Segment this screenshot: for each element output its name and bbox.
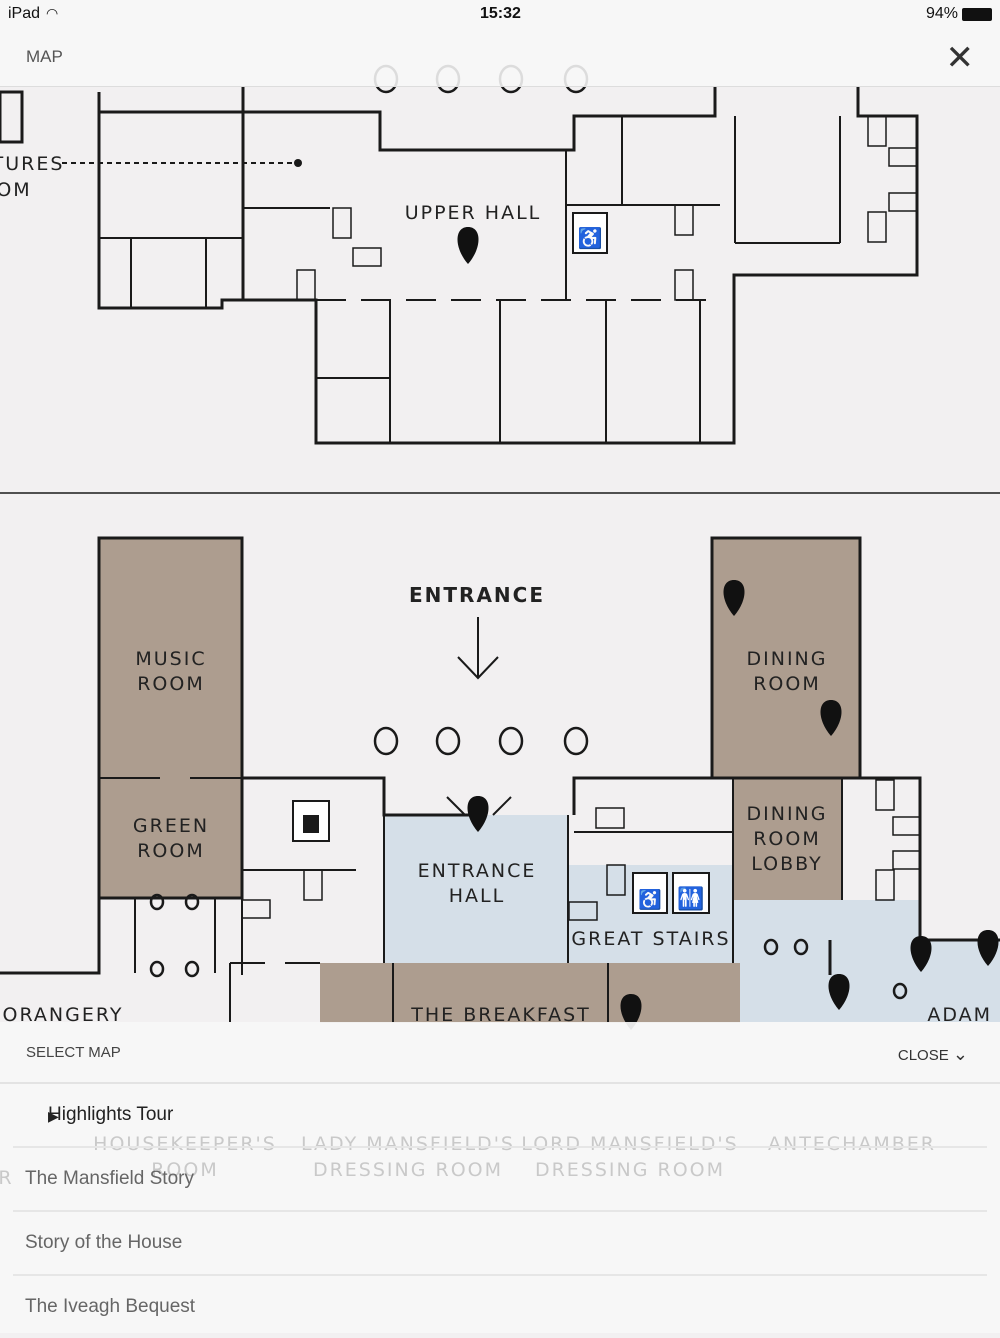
room-label: LOBBY: [751, 853, 823, 875]
map-option-story-of-the-house[interactable]: Story of the House: [13, 1212, 987, 1276]
map-pin-icon[interactable]: [910, 936, 932, 972]
highlight-pins: [457, 227, 999, 1030]
room-label: MUSIC: [135, 648, 206, 670]
svg-text:DRESSING ROOM: DRESSING ROOM: [313, 1159, 503, 1181]
entrance-hall[interactable]: [384, 815, 568, 963]
panel-title: SELECT MAP: [26, 1044, 121, 1061]
map-option-iveagh-bequest[interactable]: The Iveagh Bequest: [13, 1276, 987, 1338]
room-label: GREEN: [133, 815, 209, 837]
map-pin-icon[interactable]: [723, 580, 745, 616]
room-label: DINING: [747, 803, 828, 825]
play-triangle-icon: ▶: [48, 1108, 59, 1124]
svg-text:R: R: [0, 1167, 14, 1189]
room-label: OM: [0, 179, 32, 201]
breakfast-room[interactable]: [320, 963, 740, 1023]
option-label: The Mansfield Story: [25, 1168, 194, 1189]
collapse-panel-button[interactable]: CLOSE ⌄: [898, 1044, 968, 1065]
room-label: ADAM L: [927, 1004, 1000, 1026]
dining-room-lobby[interactable]: [733, 778, 842, 900]
music-green-rooms[interactable]: [99, 538, 242, 898]
map-pin-icon[interactable]: [467, 796, 489, 832]
option-label: Story of the House: [25, 1232, 183, 1253]
stairs-icons: [296, 115, 918, 301]
map-pin-icon[interactable]: [820, 700, 842, 736]
svg-text:LORD MANSFIELD'S: LORD MANSFIELD'S: [521, 1133, 738, 1155]
columns-lower: [149, 726, 908, 1000]
svg-text:ANTECHAMBER: ANTECHAMBER: [768, 1133, 936, 1155]
close-label: CLOSE: [897, 1047, 949, 1064]
toilets-icon: [672, 872, 710, 914]
wifi-icon: ◠: [46, 5, 59, 21]
svg-text:LADY MANSFIELD'S: LADY MANSFIELD'S: [301, 1133, 515, 1155]
wheelchair-icon: ♿: [578, 226, 603, 250]
option-label: Highlights Tour: [48, 1104, 174, 1125]
clock: 15:32: [480, 5, 521, 22]
map-option-highlights-tour[interactable]: ▶Highlights Tour: [13, 1084, 987, 1148]
room-label: DINING: [747, 648, 828, 670]
room-label: THE BREAKFAST: [410, 1004, 590, 1026]
room-label: GREAT STAIRS: [571, 928, 730, 950]
room-label: ENTRANCE: [418, 860, 537, 882]
lift-icon: [572, 212, 608, 254]
svg-text:HOUSEKEEPER'S: HOUSEKEEPER'S: [93, 1133, 277, 1155]
map-pin-icon[interactable]: [828, 974, 850, 1010]
room-label: HALL: [449, 885, 505, 907]
svg-text:DRESSING ROOM: DRESSING ROOM: [535, 1159, 725, 1181]
top-bar: MAP ✕: [0, 28, 1000, 87]
room-label: ROOM: [753, 673, 821, 695]
battery-percent: 94%: [925, 5, 958, 22]
map-option-mansfield-story[interactable]: The Mansfield Story: [13, 1148, 987, 1212]
option-label: The Iveagh Bequest: [25, 1296, 196, 1317]
close-icon[interactable]: ✕: [945, 39, 975, 77]
adam-library[interactable]: [733, 900, 1000, 1022]
wheelchair-icon: ♿: [638, 888, 662, 911]
entrance-label: ENTRANCE: [409, 583, 545, 607]
select-map-panel: HOUSEKEEPER'S ROOM LADY MANSFIELD'S DRES…: [0, 1022, 1000, 1333]
panel-header: SELECT MAP CLOSE ⌄: [0, 1022, 1000, 1084]
room-label: ROOM: [137, 840, 205, 862]
page-title: MAP: [26, 47, 63, 66]
svg-text:ROOM: ROOM: [151, 1159, 219, 1181]
dining-room[interactable]: [712, 538, 860, 778]
map-pin-icon[interactable]: [457, 227, 479, 264]
lift-icon: [632, 872, 668, 914]
room-label: ORANGERY: [3, 1004, 124, 1026]
status-bar: iPad ◠ 15:32 94%: [0, 0, 1000, 28]
room-label: ROOM: [137, 673, 205, 695]
device-name: iPad: [8, 5, 41, 22]
battery-icon: [962, 8, 992, 21]
chevron-down-icon: ⌄: [952, 1044, 968, 1064]
map-pin-icon[interactable]: [977, 930, 999, 966]
room-label: ROOM: [753, 828, 821, 850]
stairs-icons-lower: [241, 779, 921, 921]
ghost-map-labels: HOUSEKEEPER'S ROOM LADY MANSFIELD'S DRES…: [0, 1133, 936, 1189]
map-pin-icon[interactable]: [620, 994, 642, 1030]
location-dot: [294, 159, 302, 167]
room-label: TURES: [0, 153, 64, 175]
svg-text:🚻: 🚻: [677, 886, 704, 911]
room-label-upper-hall: UPPER HALL: [405, 202, 542, 224]
